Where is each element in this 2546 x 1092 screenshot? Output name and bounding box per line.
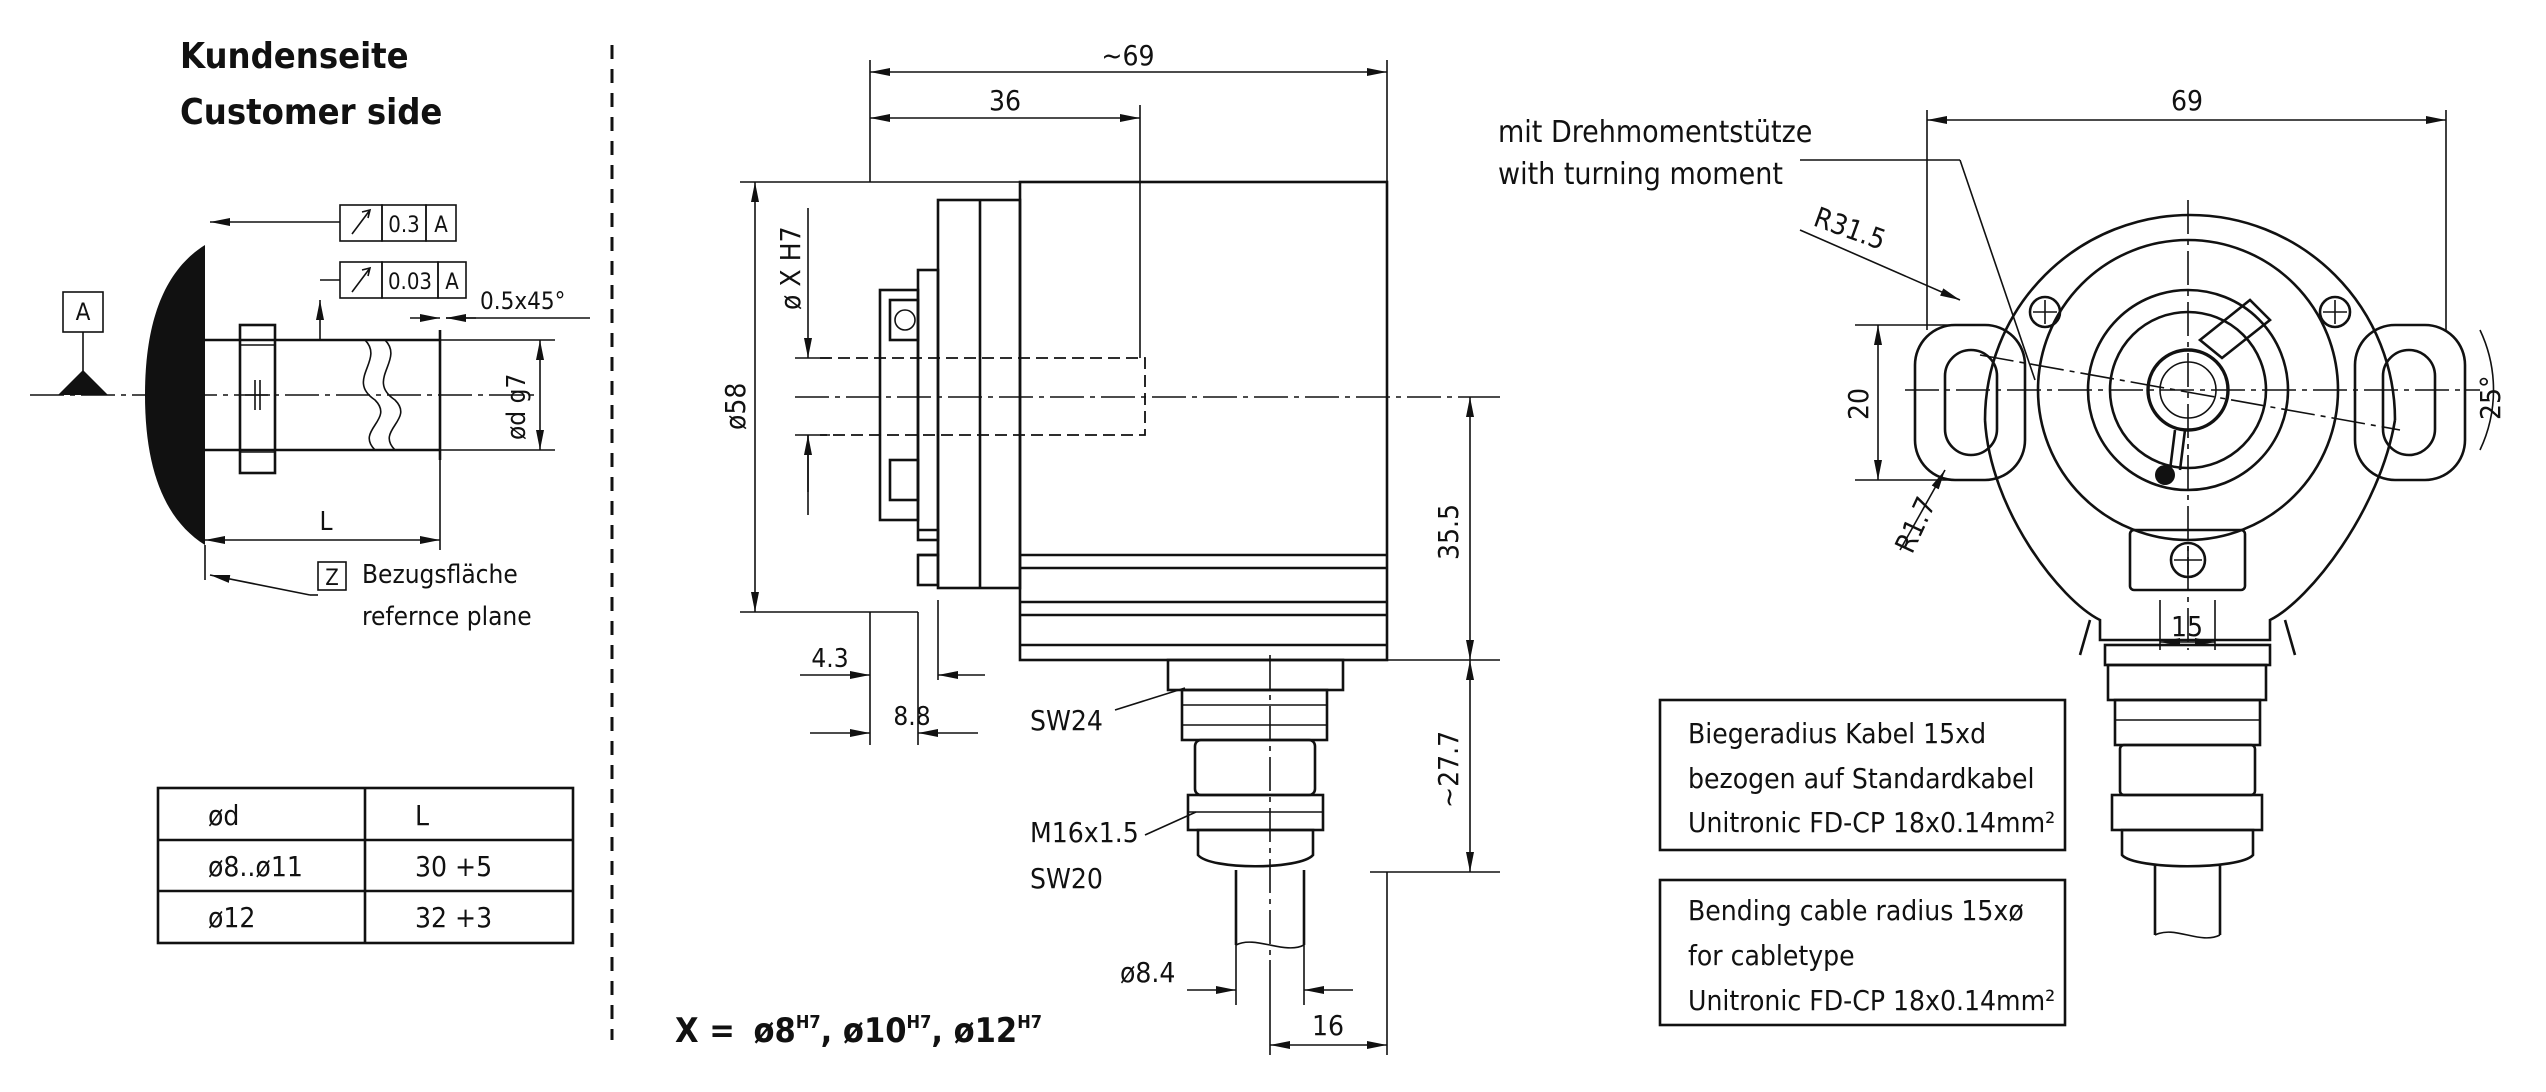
bore-variants: X = ø8H7, ø10H7, ø12H7 bbox=[675, 1011, 1042, 1051]
r1-7: R1.7 bbox=[1888, 492, 1942, 558]
table-header-L: L bbox=[415, 799, 429, 832]
dim-20: 20 bbox=[1842, 388, 1875, 420]
shaft-table: ød L ø8..ø11 30 +5 ø12 32 +3 bbox=[156, 786, 575, 945]
dim-36: 36 bbox=[989, 84, 1021, 117]
dim-L: L bbox=[319, 507, 332, 537]
ref-plane-mark: Z bbox=[325, 566, 339, 591]
dim-69-front: 69 bbox=[2171, 84, 2203, 117]
customer-side-title-en: Customer side bbox=[180, 92, 442, 133]
label-m16: M16x1.5 bbox=[1030, 816, 1139, 849]
dim-35-5: 35.5 bbox=[1432, 504, 1465, 560]
cable-notes: Biegeradius Kabel 15xd bezogen auf Stand… bbox=[1658, 698, 2067, 1027]
runout-arrow-icon bbox=[351, 208, 372, 235]
dim-overall-length: ~69 bbox=[1101, 39, 1154, 72]
dim-15: 15 bbox=[2171, 610, 2203, 643]
note-en-line2: for cabletype bbox=[1688, 939, 1855, 972]
ref-plane-en: refernce plane bbox=[362, 602, 532, 632]
note-en-line1: Bending cable radius 15xø bbox=[1688, 894, 2024, 927]
table-row-2-L: 32 +3 bbox=[415, 901, 492, 934]
r31-5: R31.5 bbox=[1810, 201, 1890, 257]
side-view: ~69 36 ø58 ø X H7 35.5 ~27.7 4.3 bbox=[675, 39, 1500, 1055]
note-de-line1: Biegeradius Kabel 15xd bbox=[1688, 717, 1986, 750]
note-de-line2: bezogen auf Standardkabel bbox=[1688, 762, 2034, 795]
dim-4-3: 4.3 bbox=[811, 644, 848, 674]
dim-8-4: ø8.4 bbox=[1120, 956, 1175, 989]
datum-triangle-icon bbox=[58, 370, 108, 395]
customer-side-view: Kundenseite Customer side A 0.3 A 0.03 bbox=[30, 36, 590, 632]
torque-note-de: mit Drehmomentstütze bbox=[1498, 115, 1812, 150]
note-de-line3: Unitronic FD-CP 18x0.14mm² bbox=[1688, 806, 2055, 839]
dim-58: ø58 bbox=[719, 383, 752, 430]
tol-runout-2-ref: A bbox=[445, 270, 459, 295]
ref-plane-de: Bezugsfläche bbox=[362, 560, 518, 590]
label-sw20: SW20 bbox=[1030, 862, 1103, 895]
note-en-line3: Unitronic FD-CP 18x0.14mm² bbox=[1688, 984, 2055, 1017]
customer-flange bbox=[145, 245, 205, 545]
dim-8-8: 8.8 bbox=[893, 702, 930, 732]
chamfer-label: 0.5x45° bbox=[480, 287, 565, 315]
table-row-1-d: ø8..ø11 bbox=[208, 850, 303, 883]
dim-27-7: ~27.7 bbox=[1432, 731, 1465, 808]
label-sw24: SW24 bbox=[1030, 704, 1103, 737]
customer-side-title-de: Kundenseite bbox=[180, 36, 409, 77]
front-view: 69 mit Drehmomentstütze with turning mom… bbox=[1498, 84, 2507, 939]
tol-runout-1-ref: A bbox=[434, 213, 448, 238]
dim-25-deg: 25° bbox=[2474, 375, 2507, 420]
table-row-1-L: 30 +5 bbox=[415, 850, 492, 883]
torque-note-en: with turning moment bbox=[1498, 157, 1783, 192]
tol-runout-2: 0.03 bbox=[388, 270, 432, 295]
dim-16: 16 bbox=[1312, 1009, 1344, 1042]
dim-d-g7: ød g7 bbox=[502, 374, 532, 440]
datum-a-label: A bbox=[76, 298, 91, 326]
note-de-box bbox=[1658, 698, 2067, 852]
table-header-d: ød bbox=[208, 799, 239, 832]
table-row-2-d: ø12 bbox=[208, 901, 255, 934]
note-en-box bbox=[1658, 878, 2067, 1027]
dim-bore-x: ø X H7 bbox=[774, 226, 807, 310]
tol-runout-1: 0.3 bbox=[388, 213, 419, 238]
